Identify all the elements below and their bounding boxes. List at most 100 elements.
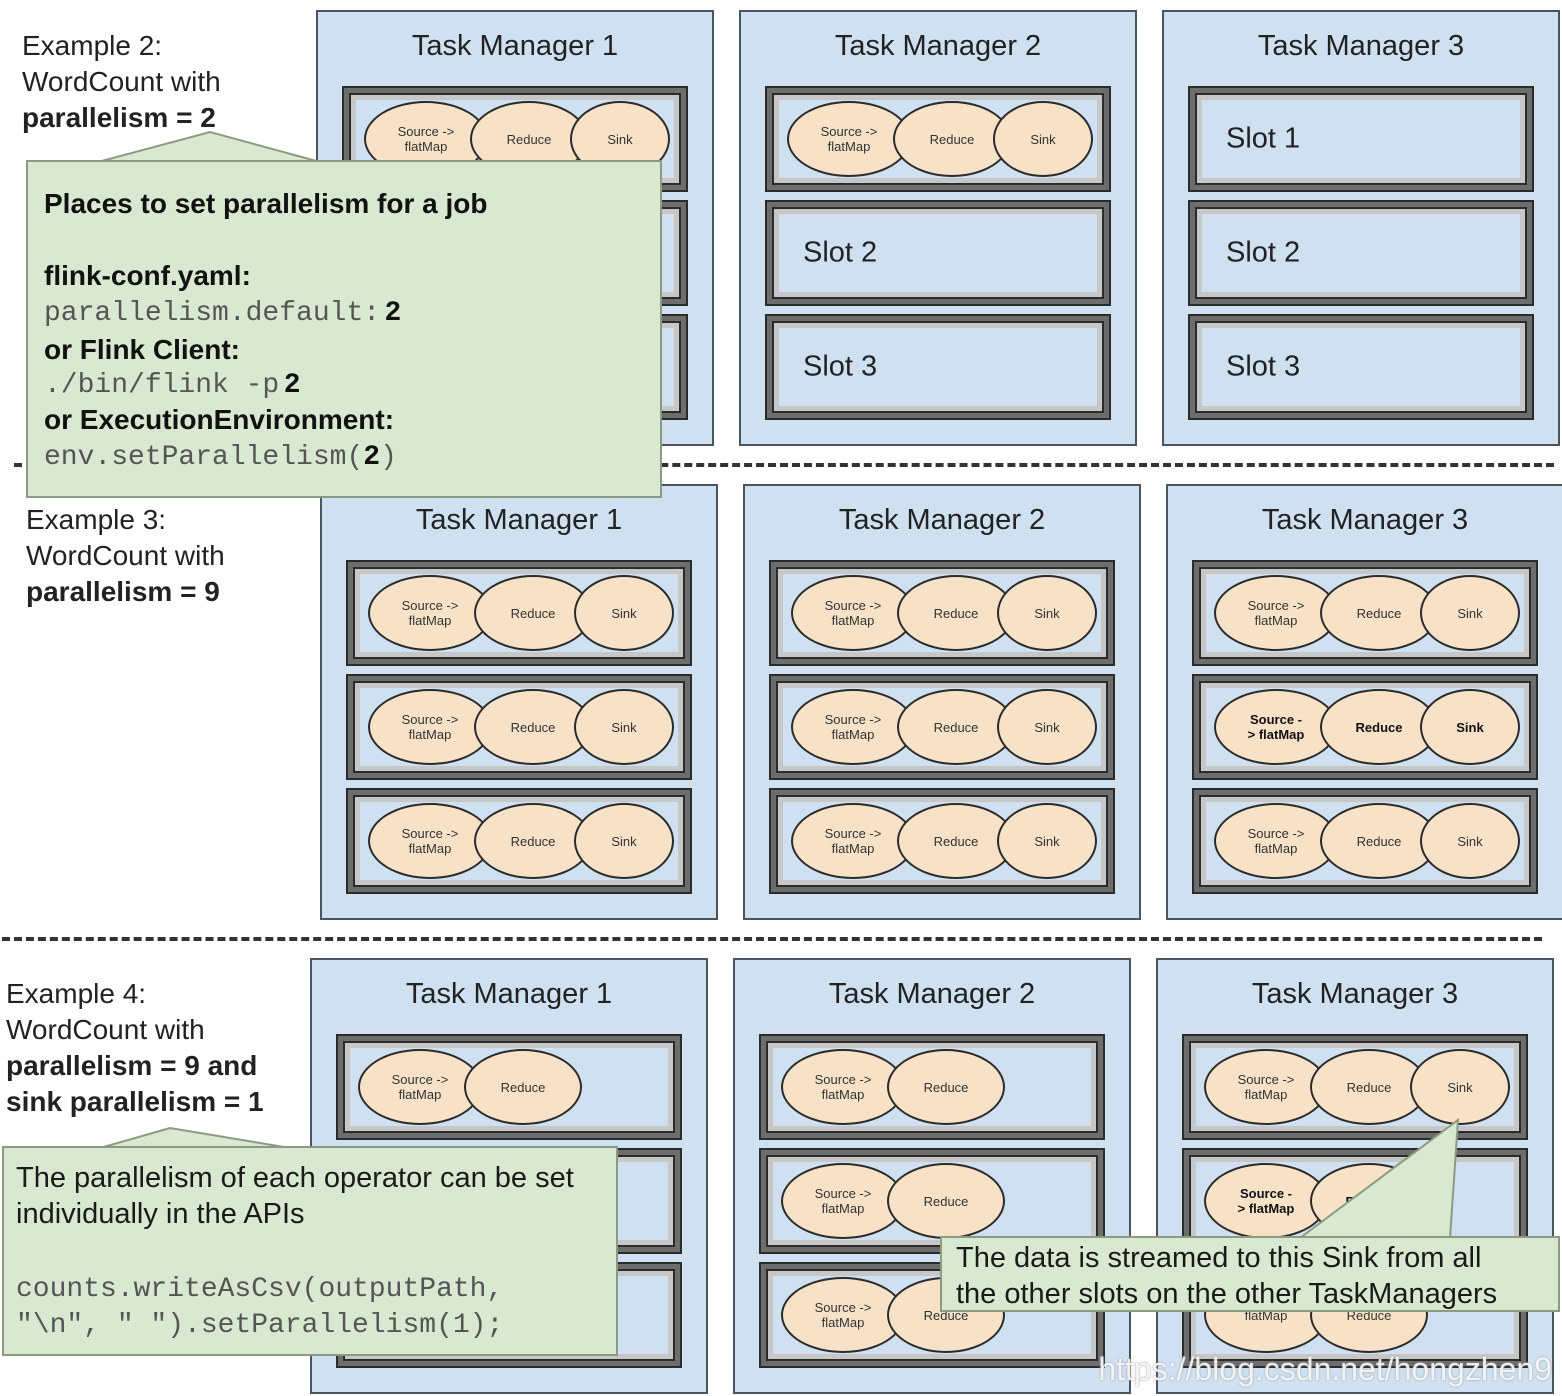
example-4-label: Example 4: WordCount with parallelism = …	[6, 978, 264, 1117]
reduce-operator: Reduce	[897, 575, 1015, 651]
source-flatmap-operator: Source -> flatMap	[791, 689, 915, 765]
sink-operator: Sink	[993, 101, 1093, 177]
task-manager-title: Task Manager 3	[1251, 978, 1459, 1010]
task-slot: Slot 3	[1188, 314, 1534, 420]
reduce-operator: Reduce	[1320, 803, 1438, 879]
task-manager-title: Task Manager 3	[1257, 30, 1465, 62]
callout-pointer-2	[99, 1126, 291, 1149]
source-flatmap-operator: Source -> flatMap	[1214, 803, 1338, 879]
source-flatmap-operator: Source -> flatMap	[1204, 1049, 1328, 1125]
task-slot: Slot 2	[1188, 200, 1534, 306]
task-slot-inner: Slot 3	[772, 321, 1104, 413]
source-flatmap-operator: Source -> flatMap	[791, 575, 915, 651]
task-manager-title: Task Manager 3	[1261, 504, 1469, 536]
task-slot: Slot 2	[765, 200, 1111, 306]
reduce-operator: Reduce	[1320, 689, 1438, 765]
sink-operator: Sink	[1420, 803, 1520, 879]
parallelism-callout: Places to set parallelism for a job flin…	[26, 160, 662, 498]
source-flatmap-operator: Source -> flatMap	[781, 1049, 905, 1125]
separator-line	[2, 937, 1542, 941]
sink-operator: Sink	[1420, 575, 1520, 651]
operator-parallelism-callout: The parallelism of each operator can be …	[2, 1146, 618, 1356]
slot-label: Slot 2	[803, 236, 878, 269]
callout-text: The parallelism of each operator can be …	[16, 1162, 574, 1230]
client-code: ./bin/flink -p 2	[44, 370, 301, 401]
reduce-operator: Reduce	[474, 575, 592, 651]
slot-label: Slot 1	[1226, 122, 1301, 155]
callout-pointer-3	[1296, 1117, 1460, 1239]
callout-code: counts.writeAsCsv(outputPath, "\n", " ")…	[16, 1274, 504, 1341]
watermark: https://blog.csdn.net/hongzhen9	[1098, 1351, 1552, 1387]
env-label: or ExecutionEnvironment:	[44, 404, 395, 435]
sink-operator: Sink	[997, 575, 1097, 651]
callout-heading: Places to set parallelism for a job	[44, 188, 488, 219]
callout-text: The data is streamed to this Sink from a…	[956, 1242, 1498, 1310]
source-flatmap-operator: Source -> flatMap	[781, 1163, 905, 1239]
reduce-operator: Reduce	[474, 689, 592, 765]
sink-operator: Sink	[1410, 1049, 1510, 1125]
reduce-operator: Reduce	[897, 803, 1015, 879]
task-slot: Slot 1	[1188, 86, 1534, 192]
source-flatmap-operator: Source - > flatMap	[1214, 689, 1338, 765]
separator-line	[14, 463, 1554, 467]
source-flatmap-operator: Source -> flatMap	[791, 803, 915, 879]
task-slot: Slot 3	[765, 314, 1111, 420]
task-manager-title: Task Manager 2	[834, 30, 1042, 62]
sink-operator: Sink	[1420, 689, 1520, 765]
sink-operator: Sink	[574, 575, 674, 651]
source-flatmap-operator: Source -> flatMap	[368, 689, 492, 765]
example-2-label: Example 2: WordCount with parallelism = …	[22, 30, 221, 133]
reduce-operator: Reduce	[464, 1049, 582, 1125]
conf-code: parallelism.default: 2	[44, 298, 402, 329]
callout-pointer-1	[97, 130, 321, 163]
task-manager-title: Task Manager 1	[405, 978, 613, 1010]
client-label: or Flink Client:	[44, 334, 240, 365]
slot-label: Slot 3	[803, 350, 878, 383]
task-manager-title: Task Manager 2	[828, 978, 1036, 1010]
task-manager-title: Task Manager 1	[411, 30, 619, 62]
source-flatmap-operator: Source -> flatMap	[368, 575, 492, 651]
env-code: env.setParallelism(2)	[44, 442, 397, 473]
conf-label: flink-conf.yaml:	[44, 260, 251, 291]
reduce-operator: Reduce	[893, 101, 1011, 177]
task-slot-inner: Slot 1	[1195, 93, 1527, 185]
